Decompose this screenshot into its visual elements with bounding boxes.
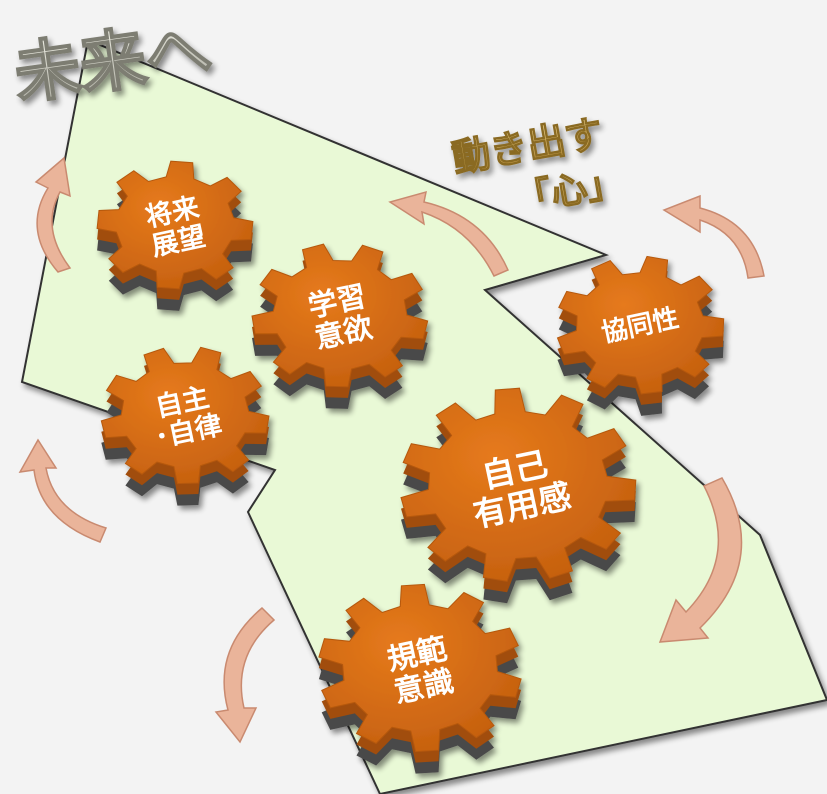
gear-top-face <box>100 346 270 485</box>
curved-arrow-left-top <box>34 156 72 273</box>
subtitle-line2: 「心」 <box>512 162 625 221</box>
gears-layer: 将来展望学習意欲協同性自主･自律自己有用感規範意識 <box>96 160 725 774</box>
gear-top-face <box>251 243 429 388</box>
arrows <box>18 156 765 744</box>
curved-arrow-right-top <box>662 194 765 279</box>
gear-label-group: 自主･自律 <box>152 381 225 454</box>
curved-arrow-left-bottom <box>18 438 108 543</box>
curved-arrow-right-bottom <box>658 477 743 643</box>
gear-top-face <box>400 387 637 582</box>
curved-arrow-middle-top <box>388 190 509 277</box>
gear-top-face <box>318 583 522 753</box>
gear: 自主･自律 <box>100 346 270 506</box>
gear-top-face <box>556 255 725 395</box>
gear-top-face <box>96 160 254 290</box>
gear: 協同性 <box>556 255 725 416</box>
curved-arrow-bottom-left <box>214 606 276 744</box>
